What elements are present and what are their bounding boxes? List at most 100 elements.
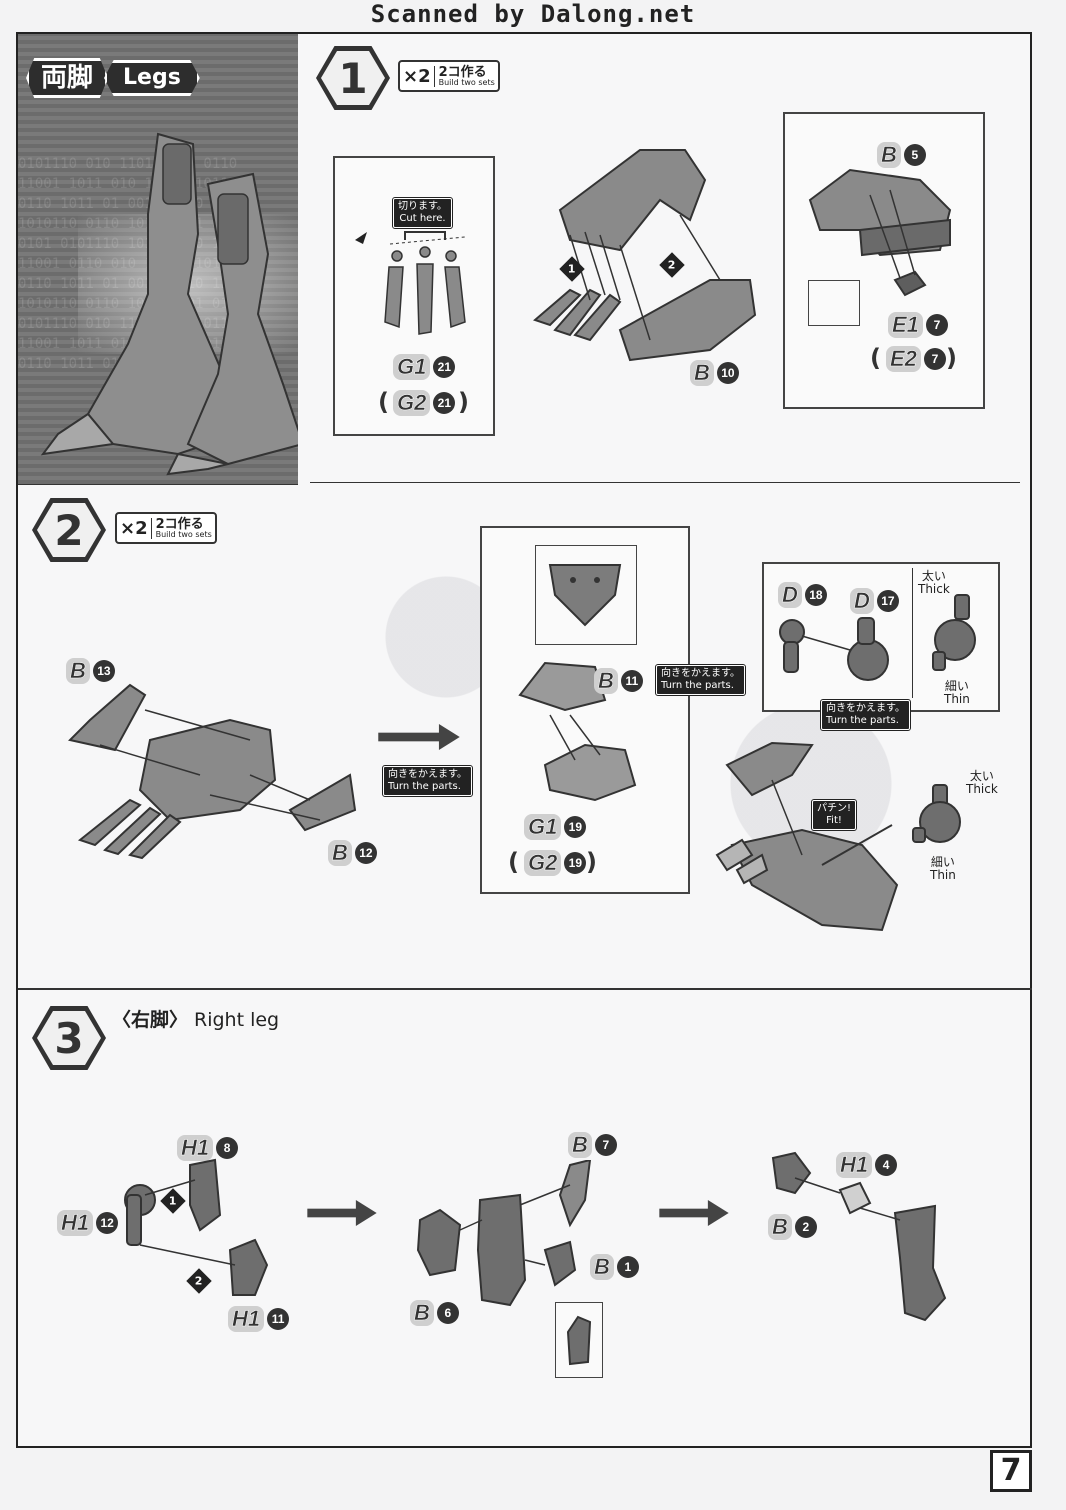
step-3-title-en: Right leg [194, 1009, 280, 1031]
step-3-title: 〈右脚〉Right leg [112, 1005, 279, 1032]
part-number: 21 [433, 392, 456, 414]
step-divider-2 [18, 988, 1032, 990]
part-g1-21: G1 21 [393, 354, 456, 380]
build-two-sets-badge: ×2 2コ作る Build two sets [398, 60, 500, 92]
part-letter: B [594, 668, 618, 694]
turn-parts-note: 向きをかえます。 Turn the parts. [820, 699, 911, 731]
turn-note-jp: 向きをかえます。 [826, 703, 905, 714]
turn-note-en: Turn the parts. [661, 680, 734, 691]
part-letter: G2 [524, 850, 562, 876]
step-3-title-jp: 〈右脚〉 [112, 1009, 189, 1031]
page-number: 7 [990, 1450, 1032, 1492]
part-letter: E1 [888, 312, 923, 338]
part-number: 4 [875, 1154, 898, 1176]
paren-open: ( [378, 388, 389, 416]
part-g2-21: G2 21 [393, 390, 456, 416]
part-e1-7: E1 7 [888, 312, 948, 338]
part-d-17: D 17 [850, 588, 899, 614]
fit-note-jp: パチン! [817, 803, 852, 814]
part-letter: H1 [177, 1135, 214, 1161]
nipper-icon [355, 232, 367, 244]
turn-note-en: Turn the parts. [388, 781, 461, 792]
part-letter: G1 [393, 354, 431, 380]
part-letter: B [590, 1254, 614, 1280]
b11-front-illustration [548, 564, 622, 627]
part-letter: B [66, 658, 90, 684]
part-d-18: D 18 [778, 582, 827, 608]
section-title: 両脚 Legs [26, 58, 200, 98]
part-number: 11 [620, 670, 643, 692]
paren-open: ( [870, 344, 881, 372]
part-number: 13 [92, 660, 115, 682]
build-badge-jp: 2コ作る [438, 64, 487, 80]
turn-note-en: Turn the parts. [826, 715, 899, 726]
paren-close: ) [586, 848, 597, 876]
foot-final-assembly-illustration [715, 741, 899, 932]
build-badge-jp: 2コ作る [155, 516, 204, 532]
part-number: 7 [594, 1134, 617, 1156]
part-h1-11: H1 11 [228, 1306, 290, 1332]
banner-bottom-line [18, 484, 298, 485]
turn-note-jp: 向きをかえます。 [388, 769, 467, 780]
step-1-number: 1 [338, 53, 368, 103]
part-g2-19: G2 19 [524, 850, 587, 876]
part-b-5: B 5 [877, 142, 926, 168]
part-number: 11 [267, 1308, 290, 1330]
fit-note: パチン! Fit! [810, 799, 858, 831]
part-number: 17 [876, 590, 899, 612]
heel-part-illustration [808, 168, 952, 297]
ball-joint-loose-illustration [912, 784, 961, 843]
part-number: 19 [564, 852, 587, 874]
part-number: 21 [433, 356, 456, 378]
step-1-badge: 1 [316, 46, 390, 110]
part-number: 1 [616, 1256, 639, 1278]
foot-assembly-illustration [533, 149, 757, 362]
step-3-number: 3 [54, 1013, 84, 1063]
part-h1-8: H1 8 [177, 1135, 239, 1161]
step-2-number: 2 [54, 505, 84, 555]
shin-final-illustration [771, 1151, 947, 1322]
knee-joint-illustration [124, 1158, 269, 1296]
turn-note-jp: 向きをかえます。 [661, 668, 740, 679]
multiplier: ×2 [403, 65, 431, 87]
next-arrow-icon [307, 1200, 377, 1226]
multiplier: ×2 [120, 517, 148, 539]
step-divider-1 [310, 482, 1020, 483]
next-arrow-icon [378, 724, 460, 750]
cut-note-en: Cut here. [399, 213, 446, 224]
part-number: 12 [96, 1212, 119, 1234]
part-letter: G2 [393, 390, 431, 416]
part-letter: H1 [836, 1152, 873, 1178]
part-letter: G1 [524, 814, 562, 840]
part-number: 7 [925, 314, 948, 336]
part-number: 18 [804, 584, 827, 606]
paren-close: ) [946, 344, 957, 372]
b1-detail-illustration [566, 1315, 592, 1366]
part-letter: B [568, 1132, 592, 1158]
part-number: 7 [923, 348, 946, 370]
legs-illustration [40, 132, 298, 476]
ball-joint-thick-illustration [932, 594, 976, 671]
part-h1-12: H1 12 [57, 1210, 119, 1236]
section-banner: 0101110 010 1101 1010 0110 11001 1011 01… [18, 34, 298, 484]
build-two-sets-badge: ×2 2コ作る Build two sets [115, 512, 217, 544]
part-letter: D [850, 588, 874, 614]
part-h1-4: H1 4 [836, 1152, 898, 1178]
part-letter: E2 [886, 346, 921, 372]
part-b-13: B 13 [66, 658, 115, 684]
part-letter: B [328, 840, 352, 866]
turn-parts-note: 向きをかえます。 Turn the parts. [382, 765, 473, 797]
panel-divider [912, 568, 913, 698]
part-letter: B [410, 1300, 434, 1326]
runner-claws-illustration [355, 231, 466, 335]
part-number: 8 [216, 1137, 239, 1159]
part-b-2: B 2 [768, 1214, 817, 1240]
part-e2-7: E2 7 [886, 346, 946, 372]
fit-note-en: Fit! [826, 815, 842, 826]
paren-open: ( [508, 848, 519, 876]
cut-here-note: 切ります。 Cut here. [392, 197, 453, 229]
foot-side-assembly-illustration [68, 683, 357, 860]
scan-credit: Scanned by Dalong.net [370, 0, 696, 28]
